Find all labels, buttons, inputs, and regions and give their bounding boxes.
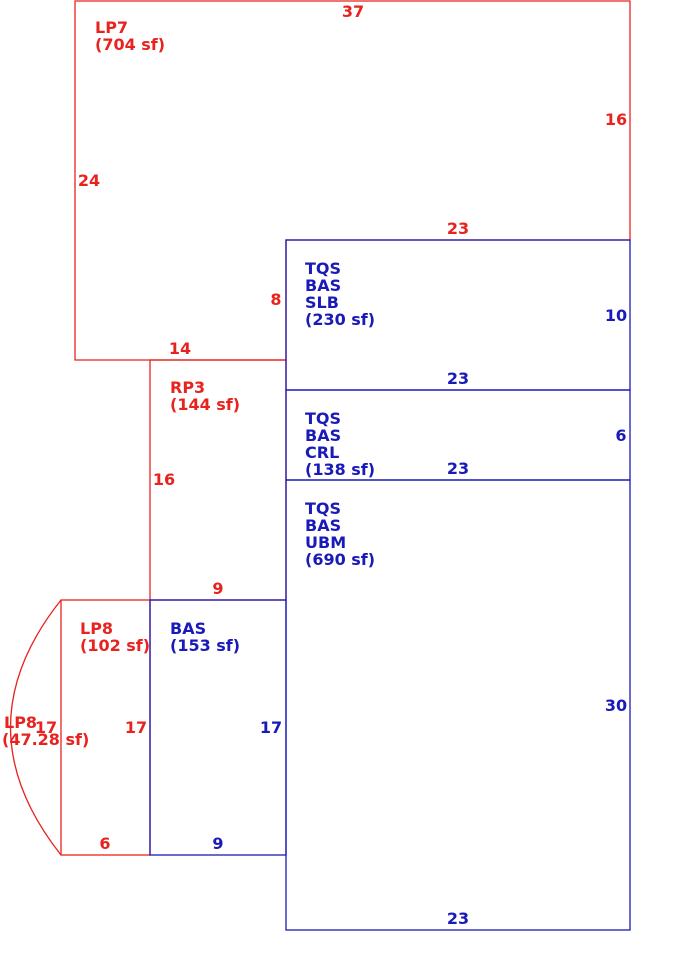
ubm-line1: TQS xyxy=(305,499,341,518)
lp8-area: (102 sf) xyxy=(80,636,150,655)
crl-line2: BAS xyxy=(305,426,341,445)
dim-crl-right: 6 xyxy=(615,426,626,445)
dim-rp3-bottom: 9 xyxy=(212,579,223,598)
dim-bas-bottom: 9 xyxy=(212,834,223,853)
ubm-outline xyxy=(285,479,631,931)
ubm-line3: UBM xyxy=(305,533,346,552)
rp3-name: RP3 xyxy=(170,378,205,397)
dim-ubm-bottom: 23 xyxy=(447,909,469,928)
dim-lp7-inner-top: 23 xyxy=(447,219,469,238)
bas-area: (153 sf) xyxy=(170,636,240,655)
ubm-line2: BAS xyxy=(305,516,341,535)
dim-lp7-top: 37 xyxy=(342,2,364,21)
ubm-area: (690 sf) xyxy=(305,550,375,569)
lp8-arc-outline xyxy=(9,599,62,856)
dim-slb-right: 10 xyxy=(605,306,627,325)
dim-bas-right: 17 xyxy=(260,718,282,737)
dim-ubm-right: 30 xyxy=(605,696,627,715)
slb-line2: BAS xyxy=(305,276,341,295)
dim-lp7-left: 24 xyxy=(78,171,100,190)
slb-line3: SLB xyxy=(305,293,339,312)
dim-lp7-right: 16 xyxy=(605,110,627,129)
dim-crl-bottom: 23 xyxy=(447,459,469,478)
lp8-arc-area: (47.28 sf) xyxy=(2,730,89,749)
slb-line1: TQS xyxy=(305,259,341,278)
lp8-name: LP8 xyxy=(80,619,113,638)
dim-lp8-arc: 17 xyxy=(35,718,57,737)
lp7-outline xyxy=(74,0,631,361)
crl-area: (138 sf) xyxy=(305,460,375,479)
slb-area: (230 sf) xyxy=(305,310,375,329)
bas-name: BAS xyxy=(170,619,206,638)
crl-line1: TQS xyxy=(305,409,341,428)
dim-lp8-bottom: 6 xyxy=(99,834,110,853)
dim-lp7-bottom: 14 xyxy=(169,339,191,358)
dim-slb-bottom: 23 xyxy=(447,369,469,388)
dim-lp8-right: 17 xyxy=(125,718,147,737)
crl-line3: CRL xyxy=(305,443,339,462)
lp7-name: LP7 xyxy=(95,18,128,37)
lp8-arc-name: LP8 xyxy=(4,713,37,732)
dim-rp3-left: 16 xyxy=(153,470,175,489)
lp7-area: (704 sf) xyxy=(95,35,165,54)
rp3-area: (144 sf) xyxy=(170,395,240,414)
dim-lp7-inner-left: 8 xyxy=(270,290,281,309)
